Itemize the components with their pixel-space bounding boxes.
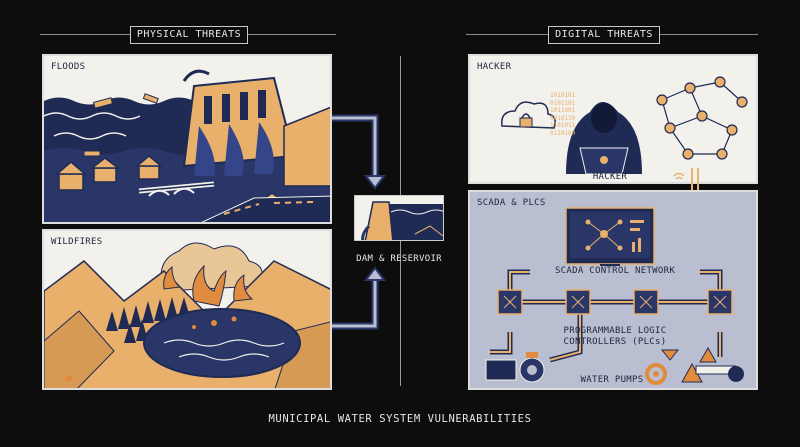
scada-network-label: SCADA CONTROL NETWORK <box>530 266 700 276</box>
pump-icon <box>485 352 545 383</box>
binary-line: 0101101 <box>550 99 576 107</box>
binary-line: 1101011 <box>550 122 576 129</box>
plc-label: PROGRAMMABLE LOGIC CONTROLLERS (PLCs) <box>540 326 690 348</box>
header-rule-left-2 <box>246 34 336 35</box>
floods-panel: FLOODS <box>42 54 332 224</box>
header-rule-right <box>466 34 548 35</box>
gear-icon <box>645 363 667 385</box>
plc-label-line1: PROGRAMMABLE LOGIC <box>563 326 667 336</box>
binary-line: 0010110 <box>550 114 576 122</box>
hacker-title: HACKER <box>477 62 512 72</box>
flood-illustration <box>44 56 330 222</box>
arrow-down-icon <box>364 175 386 190</box>
digital-threats-header: DIGITAL THREATS <box>548 26 660 44</box>
wildfire-illustration <box>44 231 330 388</box>
binary-line: 1010101 <box>550 92 576 99</box>
arrow-up-icon <box>364 266 386 281</box>
hacker-caption: HACKER <box>592 172 628 182</box>
floods-label: FLOODS <box>51 62 86 72</box>
physical-arrows <box>332 114 386 330</box>
binary-stream: 1010101 0101101 1011001 0010110 1101011 … <box>550 92 582 137</box>
hacker-illustration <box>470 56 756 182</box>
physical-threats-header: PHYSICAL THREATS <box>130 26 248 44</box>
plc-label-line2: CONTROLLERS (PLCs) <box>563 337 667 347</box>
dam-reservoir-panel <box>354 195 444 241</box>
lock-icon <box>519 117 533 128</box>
wifi-icon <box>673 172 685 177</box>
valve-icon <box>728 366 744 382</box>
plc-chips <box>497 289 733 315</box>
footer-title: MUNICIPAL WATER SYSTEM VULNERABILITIES <box>268 413 532 425</box>
header-rule-right-2 <box>658 34 758 35</box>
binary-line: 0110100 <box>550 129 576 137</box>
water-pumps-label: WATER PUMPS <box>580 375 644 385</box>
scada-title: SCADA & PLCS <box>477 198 546 208</box>
wildfires-label: WILDFIRES <box>51 237 103 247</box>
binary-line: 1011001 <box>550 107 576 114</box>
dam-reservoir-caption: DAM & RESERVOIR <box>356 254 442 264</box>
dam-illustration <box>355 196 443 240</box>
header-rule-left <box>40 34 130 35</box>
scada-panel: SCADA & PLCS SCADA CONTROL NETWORK PROGR… <box>468 190 758 390</box>
hacker-panel: HACKER 1010101 0101101 1011001 0010110 1… <box>468 54 758 184</box>
scada-illustration <box>470 192 756 388</box>
wildfires-panel: WILDFIRES <box>42 229 332 390</box>
